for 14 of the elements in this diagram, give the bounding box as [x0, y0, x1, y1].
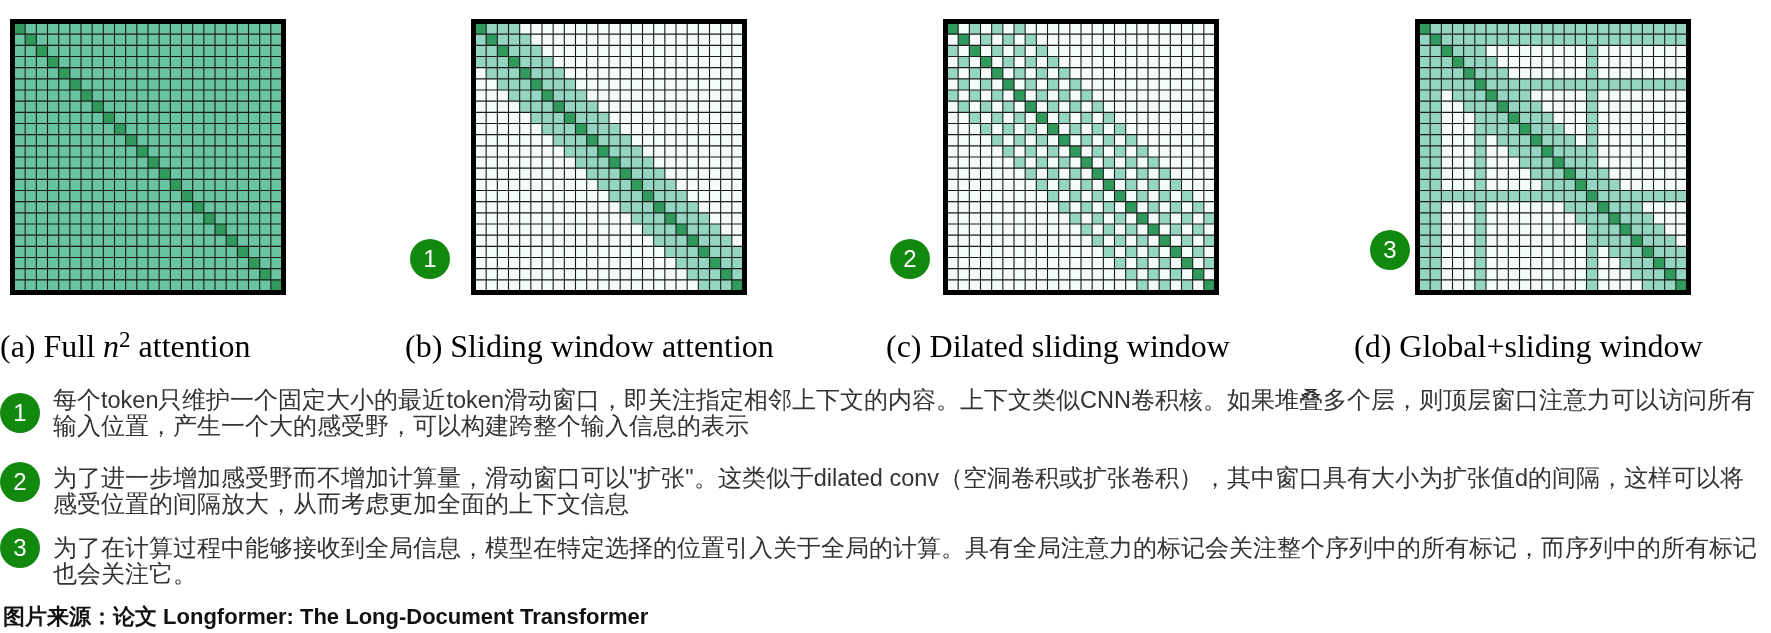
panel-caption: (d) Global+sliding window: [1354, 327, 1703, 365]
numbered-circle: 3: [0, 528, 40, 568]
panel-caption: (a) Full n$^{2}$ attention: [0, 327, 251, 365]
numbered-circle: 3: [1370, 230, 1410, 270]
numbered-circle: 2: [0, 462, 40, 502]
explanation-text: 为了在计算过程中能够接收到全局信息，模型在特定选择的位置引入关于全局的计算。具有全局注意力的标记会关注整个序列中的所有标记，而序列中的所有标记也会关注它。: [53, 535, 1758, 587]
explanation-text: 为了进一步增加感受野而不增加计算量，滑动窗口可以"扩张"。这类似于dilated conv（空洞卷积或扩张卷积），其中窗口具有大小为扩张值d的间隔，这样可以将感受位置的间隔放大，从而考虑更加全面的上下文信息: [53, 465, 1746, 517]
source-note: 图片来源：论文 Longformer: The Long-Document Transformer: [3, 604, 649, 630]
numbered-circle: 1: [410, 239, 450, 279]
panel-caption: (c) Dilated sliding window: [886, 327, 1230, 365]
numbered-circle: 1: [0, 393, 40, 433]
explanation-text: 每个token只维护一个固定大小的最近token滑动窗口，即关注指定相邻上下文的内容。上下文类似CNN卷积核。如果堆叠多个层，则顶层窗口注意力可以访问所有输入位置，产生一个大的感受野，可以构建跨整个输入信息的表示: [53, 387, 1756, 439]
numbered-circle: 2: [890, 239, 930, 279]
panel-caption: (b) Sliding window attention: [405, 327, 774, 365]
